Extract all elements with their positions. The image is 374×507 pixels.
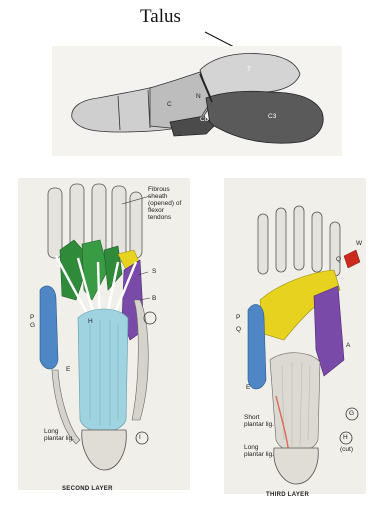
third-q-top-label: Q <box>336 256 341 263</box>
second-h-label: H <box>88 318 93 325</box>
blue-muscle-third <box>248 304 266 389</box>
bone-label-c: C <box>167 101 172 108</box>
third-circled-2-label: H <box>343 434 348 441</box>
bone-label-n: N <box>196 93 201 100</box>
blue-muscle <box>40 286 58 369</box>
third-circled-1-label: G <box>349 410 354 417</box>
third-p-label: P <box>236 314 240 321</box>
third-a-label: A <box>346 342 350 349</box>
third-cut-label: (cut) <box>340 446 353 453</box>
third-q-label: Q <box>236 326 241 333</box>
third-layer-caption: THIRD LAYER <box>266 492 309 498</box>
second-s-label: S <box>152 268 156 275</box>
cyan-muscle <box>78 309 128 432</box>
second-circled-label: I <box>139 434 141 441</box>
bone-label-cb: Cb <box>200 116 208 123</box>
bone-label-c3: C3 <box>268 113 276 120</box>
third-w-label: W <box>356 240 362 247</box>
second-b-label: B <box>152 295 156 302</box>
second-layer-caption: SECOND LAYER <box>62 486 113 492</box>
fibrous-sheath-label: Fibrous sheath (opened) of flexor tendon… <box>148 186 188 221</box>
bone-label-t: T <box>247 66 251 73</box>
second-p-label: P <box>30 314 34 321</box>
third-short-plantar-label: Short plantar lig. <box>244 414 274 428</box>
lateral-foot-view <box>52 46 342 156</box>
second-long-plantar-label: Long plantar lig. <box>44 428 74 442</box>
second-layer-panel <box>18 178 190 490</box>
second-g-label: G <box>30 322 35 329</box>
talus-pointer-line <box>205 32 236 48</box>
third-long-plantar-label: Long plantar lig. <box>244 444 274 458</box>
second-e-label: E <box>66 366 70 373</box>
third-e-label: E <box>246 384 250 391</box>
